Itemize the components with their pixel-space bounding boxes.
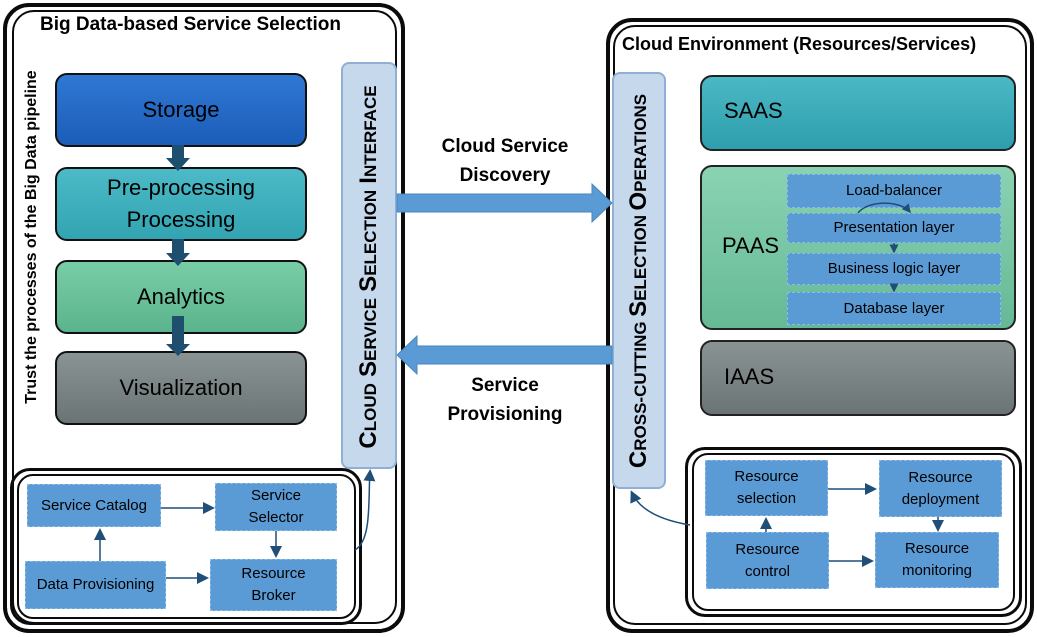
loadbalancer-loop-arrow [857,202,911,214]
broker-group-inner-frame [17,474,356,619]
preprocessing-label: Pre-processing [107,175,255,200]
data-provisioning-box: Data Provisioning [25,561,166,609]
resource-broker-box: Resource Broker [210,559,337,611]
arrow-storage-to-preprocessing [166,145,190,171]
service-catalog-box: Service Catalog [27,484,161,527]
saas-layer: SAAS [700,75,1016,151]
cross-cutting-selection-operations [612,72,666,489]
service-provisioning-label: Service Provisioning [447,375,563,425]
broker-group-frame [10,468,362,625]
broker-to-interface-arrow [354,469,376,551]
operations-to-crosscutting-arrow [630,490,691,526]
pipeline-arrows [166,145,190,356]
left-panel-title: Big Data-based Service Selection [40,14,341,35]
operations-group-frame [685,447,1022,617]
arrow-analytics-to-visualization [166,316,190,356]
operations-group-inner-frame [692,453,1015,611]
right-panel-frame [606,18,1034,633]
cloud-service-selection-interface [341,62,397,469]
iaas-layer: IAAS [700,340,1016,416]
resource-selection-box: Resource selection [705,460,828,516]
left-panel-frame [3,3,405,633]
processing-label: Processing [126,207,236,232]
resource-monitoring-box: Resource monitoring [875,532,999,588]
service-provisioning-arrow [396,334,613,376]
resource-deployment-box: Resource deployment [879,460,1002,517]
presentation-layer-box: Presentation layer [787,213,1001,243]
resource-control-box: Resource control [706,532,829,589]
cloud-service-discovery-arrow [396,182,613,224]
service-selector-box: Service Selector [215,483,337,531]
storage-stage: Storage [55,73,307,147]
right-panel-title: Cloud Environment (Resources/Services) [622,34,977,54]
arrow-preprocessing-to-analytics [166,239,190,266]
cloud-service-discovery-label: Cloud Service Discovery [441,136,569,186]
preprocessing-stage: Pre-processing Processing [55,167,307,241]
business-logic-layer-box: Business logic layer [787,253,1001,285]
database-layer-box: Database layer [787,292,1001,325]
load-balancer-box: Load-balancer [787,174,1001,208]
